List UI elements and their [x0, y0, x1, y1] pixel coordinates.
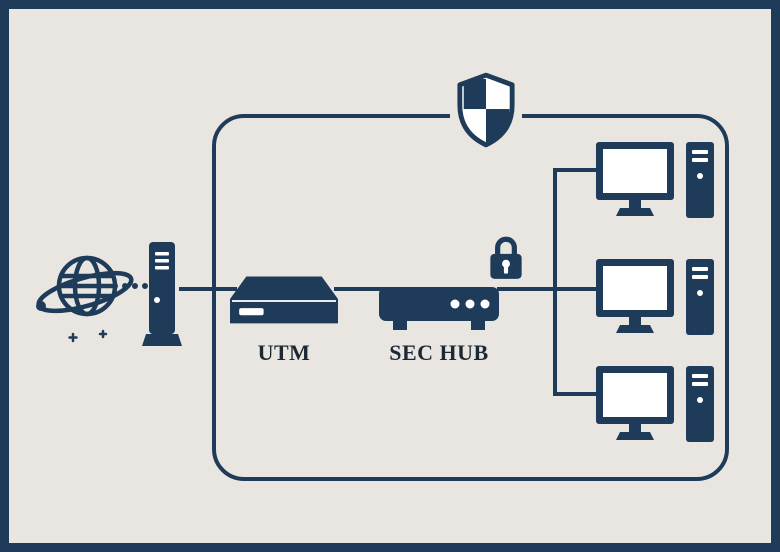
link-lan-workstation-3 — [555, 392, 603, 396]
link-lan-workstation-1 — [555, 168, 603, 172]
modem-tower-icon — [142, 242, 182, 346]
workstation-3-icon — [596, 366, 716, 446]
sec-hub-switch-icon — [379, 287, 499, 330]
link-sechub-lan — [497, 287, 603, 291]
workstation-2-icon — [596, 259, 716, 339]
shield-badge-holder — [450, 66, 522, 154]
utm-label: UTM — [257, 340, 311, 365]
sec-hub-label: SEC HUB — [389, 340, 489, 365]
link-modem-utm — [179, 287, 237, 291]
link-utm-sechub — [334, 287, 386, 291]
workstation-1-icon — [596, 142, 716, 222]
shield-icon — [457, 72, 515, 148]
lan-bus-line — [553, 168, 557, 396]
utm-appliance-icon — [230, 276, 338, 324]
globe-orbit-icon — [36, 255, 134, 343]
padlock-icon — [490, 236, 522, 279]
